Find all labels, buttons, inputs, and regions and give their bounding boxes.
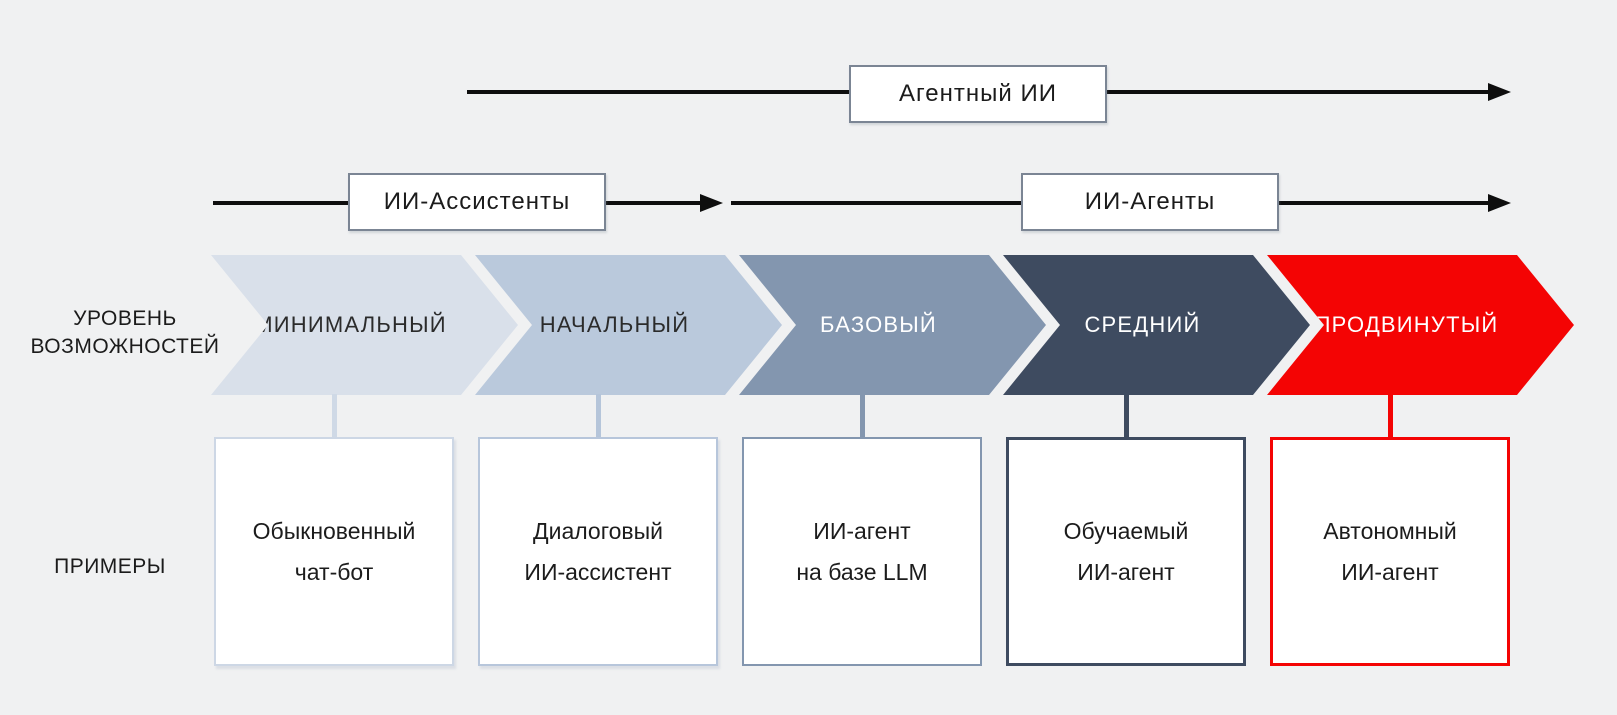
capability-label-line1: УРОВЕНЬ bbox=[73, 307, 177, 330]
agentic-ai-label: Агентный ИИ bbox=[899, 80, 1057, 107]
connector-line-medium bbox=[1124, 394, 1129, 438]
ai-assistants-arrow-head-icon bbox=[700, 194, 723, 212]
level-name-initial: НАЧАЛЬНЫЙ bbox=[539, 312, 690, 337]
ai-agents-arrow-head-icon bbox=[1488, 194, 1511, 212]
level-name-advanced: ПРОДВИНУТЫЙ bbox=[1314, 312, 1499, 337]
example-box-basic: ИИ-агент на базе LLM bbox=[742, 437, 982, 666]
example-text-line2: ИИ-ассистент bbox=[524, 558, 672, 585]
capability-level-row-label: УРОВЕНЬ ВОЗМОЖНОСТЕЙ bbox=[15, 305, 235, 360]
examples-row-label: ПРИМЕРЫ bbox=[15, 553, 205, 581]
level-chevron-minimal: МИНИМАЛЬНЫЙ bbox=[211, 255, 518, 395]
examples-label-text: ПРИМЕРЫ bbox=[54, 555, 166, 578]
example-text-line1: Обыкновенный bbox=[252, 518, 416, 545]
level-chevron-basic: БАЗОВЫЙ bbox=[739, 255, 1046, 395]
connector-line-basic bbox=[860, 394, 865, 438]
example-text-line1: Обучаемый bbox=[1063, 518, 1189, 545]
example-text-line1: ИИ-агент bbox=[813, 518, 911, 545]
example-box-advanced: Автономный ИИ-агент bbox=[1270, 437, 1510, 666]
level-chevron-advanced: ПРОДВИНУТЫЙ bbox=[1267, 255, 1574, 395]
example-text-line1: Автономный bbox=[1323, 518, 1457, 545]
example-text-line2: чат-бот bbox=[294, 558, 374, 585]
example-box-minimal: Обыкновенный чат-бот bbox=[214, 437, 454, 666]
agentic-ai-arrow-head-icon bbox=[1488, 83, 1511, 101]
agentic-ai-label-box: Агентный ИИ bbox=[849, 65, 1107, 123]
ai-assistants-label-box: ИИ-Ассистенты bbox=[348, 173, 606, 231]
level-chevron-initial: НАЧАЛЬНЫЙ bbox=[475, 255, 782, 395]
ai-agents-label: ИИ-Агенты bbox=[1084, 188, 1216, 215]
capability-label-line2: ВОЗМОЖНОСТЕЙ bbox=[30, 334, 220, 358]
example-text-line2: на базе LLM bbox=[796, 558, 928, 585]
connector-line-initial bbox=[596, 394, 601, 438]
example-text-line2: ИИ-агент bbox=[1077, 558, 1175, 585]
example-text-line1: Диалоговый bbox=[533, 518, 663, 545]
example-box-initial: Диалоговый ИИ-ассистент bbox=[478, 437, 718, 666]
example-text-line2: ИИ-агент bbox=[1341, 558, 1439, 585]
level-chevron-medium: СРЕДНИЙ bbox=[1003, 255, 1310, 395]
connector-line-minimal bbox=[332, 394, 337, 438]
level-name-basic: БАЗОВЫЙ bbox=[820, 312, 937, 337]
level-name-medium: СРЕДНИЙ bbox=[1084, 312, 1201, 337]
example-box-medium: Обучаемый ИИ-агент bbox=[1006, 437, 1246, 666]
level-name-minimal: МИНИМАЛЬНЫЙ bbox=[254, 312, 447, 337]
ai-agents-label-box: ИИ-Агенты bbox=[1021, 173, 1279, 231]
connector-line-advanced bbox=[1388, 394, 1393, 438]
ai-assistants-label: ИИ-Ассистенты bbox=[383, 188, 571, 215]
